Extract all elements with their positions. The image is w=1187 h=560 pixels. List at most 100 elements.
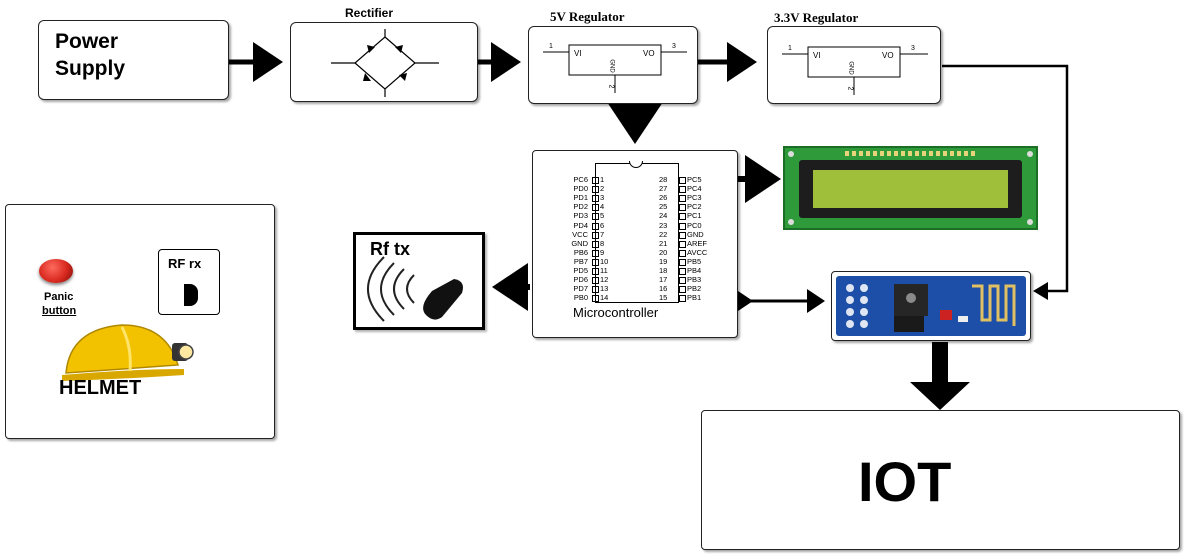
mcu-pin-number: 25 [659,202,668,212]
regulator-5v-title: 5V Regulator [550,9,625,24]
mcu-pin-square [592,222,599,230]
mcu-pin-number: 24 [659,211,668,221]
lcd-display-module [783,146,1038,230]
regulator-5v-pin-gnd: GND [608,59,615,73]
mcu-pin-name: PC1 [687,211,702,221]
mcu-pin-square [592,195,599,203]
mcu-pin-name: PD5 [573,266,588,275]
mcu-pin-name: PB5 [687,256,702,266]
mcu-pin-square [592,213,599,221]
regulator-3v3-pin2: 2 [846,86,854,91]
mcu-right-pin-row: 23 PC0 [659,221,729,230]
mcu-pin-name: AREF [687,238,708,248]
mcu-pin-name: PC4 [687,184,702,194]
mcu-pin-number: 13 [600,284,609,294]
mcu-pin-number: 12 [600,275,609,285]
mcu-pin-number: 15 [659,293,668,303]
power-supply-block: Power Supply [38,20,229,100]
power-supply-label-line1: Power [55,30,119,53]
panic-button-icon [39,259,73,283]
mcu-pin-square [679,249,686,257]
regulator-3v3-pin-gnd: GND [847,61,854,75]
mcu-pin-number: 26 [659,193,668,203]
mcu-pin-name: AVCC [687,247,708,257]
mcu-pin-number: 2 [600,184,605,194]
mcu-pin-name: PC5 [687,175,702,184]
mcu-pin-number: 4 [600,202,605,212]
lcd-mount-hole-tr [1027,151,1033,157]
mcu-pin-square [679,186,686,194]
regulator-3v3-pin-vi: VI [813,51,821,60]
mcu-left-pin-row: PD2 4 [551,202,611,212]
mcu-pin-name: PC0 [687,220,702,230]
mcu-pin-square [592,268,599,275]
mcu-pin-name: PD1 [573,193,588,203]
mcu-pin-square [679,204,686,212]
mcu-pin-square [592,186,599,194]
mcu-pin-square [679,240,686,248]
rf-tx-label: Rf tx [370,239,410,259]
mining-helmet-icon [62,324,194,381]
rf-rx-label: RF rx [168,256,202,271]
mcu-pin-number: 17 [659,275,668,285]
panic-button-label-line2: button [42,305,77,317]
mcu-left-pin-row: PB0 14 [551,293,611,303]
mcu-left-pin-row: PD0 2 [551,184,611,194]
mcu-pin-square [679,258,686,266]
regulator-5v-pin3: 3 [672,43,676,50]
mcu-pin-square [592,286,599,294]
mcu-pin-name: PD0 [573,184,588,194]
microcontroller-label: Microcontroller [573,305,659,320]
mcu-pin-square [679,222,686,230]
mcu-pin-square [679,277,686,285]
mcu-pin-number: 28 [659,175,668,184]
mcu-pin-square [592,295,599,303]
power-supply-label-line2: Supply [55,57,126,80]
mcu-pin-name: PD6 [573,275,588,285]
mcu-pin-square [592,177,599,184]
regulator-3v3-pin3: 3 [911,45,915,52]
rectifier-title: Rectifier [345,6,394,20]
mcu-pin-number: 14 [600,293,609,303]
mcu-pin-square [679,268,686,275]
mcu-pin-number: 7 [600,229,605,239]
rf-transmitter-icon [367,256,463,322]
mcu-pin-number: 23 [659,220,668,230]
mcu-pin-number: 11 [600,266,608,275]
mcu-pin-name: PB3 [687,275,702,285]
regulator-5v-symbol [543,44,687,93]
rf-rx-receiver-icon [184,284,198,306]
mcu-pin-square [592,240,599,248]
mcu-pin-name: PB0 [573,293,588,303]
mcu-pin-number: 9 [600,247,605,257]
mcu-pin-name: PD2 [573,202,588,212]
esp8266-module-icon [836,276,1026,336]
regulator-5v-pin2: 2 [607,84,615,89]
mcu-pin-square [679,213,686,221]
mcu-right-pin-row: 17 PB3 [659,275,729,285]
arrowhead-3v3-to-wifi [1033,282,1048,300]
helmet-unit-panel: Panic button RF rx HELMET [5,204,275,439]
mcu-pin-number: 5 [600,211,605,221]
mcu-right-pin-row: 28 PC5 [659,175,729,184]
mcu-pin-number: 1 [600,175,605,184]
mcu-pin-name: GND [571,238,588,248]
regulator-3v3-pin1: 1 [788,45,792,52]
mcu-pin-square [592,277,599,285]
mcu-pin-square [592,231,599,239]
mcu-pin-square [679,231,686,239]
iot-block: IOT [701,410,1180,550]
mcu-pin-name: PB2 [687,284,702,294]
regulator-3v3-title: 3.3V Regulator [774,10,859,25]
panic-button-label-line1: Panic [44,291,74,303]
regulator-3v3-pin-vo: VO [882,51,894,60]
